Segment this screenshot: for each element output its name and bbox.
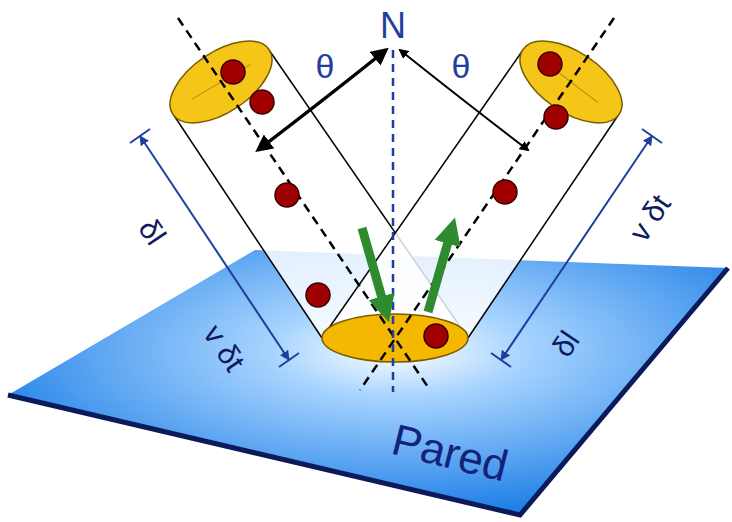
dimension-tick xyxy=(642,129,662,143)
dimension-tick xyxy=(130,129,150,143)
cap-line xyxy=(542,61,601,102)
cap-line xyxy=(192,61,251,102)
angle-arc xyxy=(400,50,528,150)
angle-label: θ xyxy=(316,49,335,83)
normal-label: N xyxy=(380,8,406,44)
length-label: v δt xyxy=(624,190,676,247)
wall-edge xyxy=(8,268,728,515)
cylinder-cap xyxy=(506,25,636,140)
wall-surface xyxy=(8,250,728,515)
wall-shape xyxy=(5,248,730,520)
angle-label: θ xyxy=(452,49,471,83)
cylinder-cap xyxy=(156,25,286,140)
length-label: δl xyxy=(133,214,171,250)
angle-arc xyxy=(258,50,386,150)
wall-plane: Pared xyxy=(5,248,730,520)
